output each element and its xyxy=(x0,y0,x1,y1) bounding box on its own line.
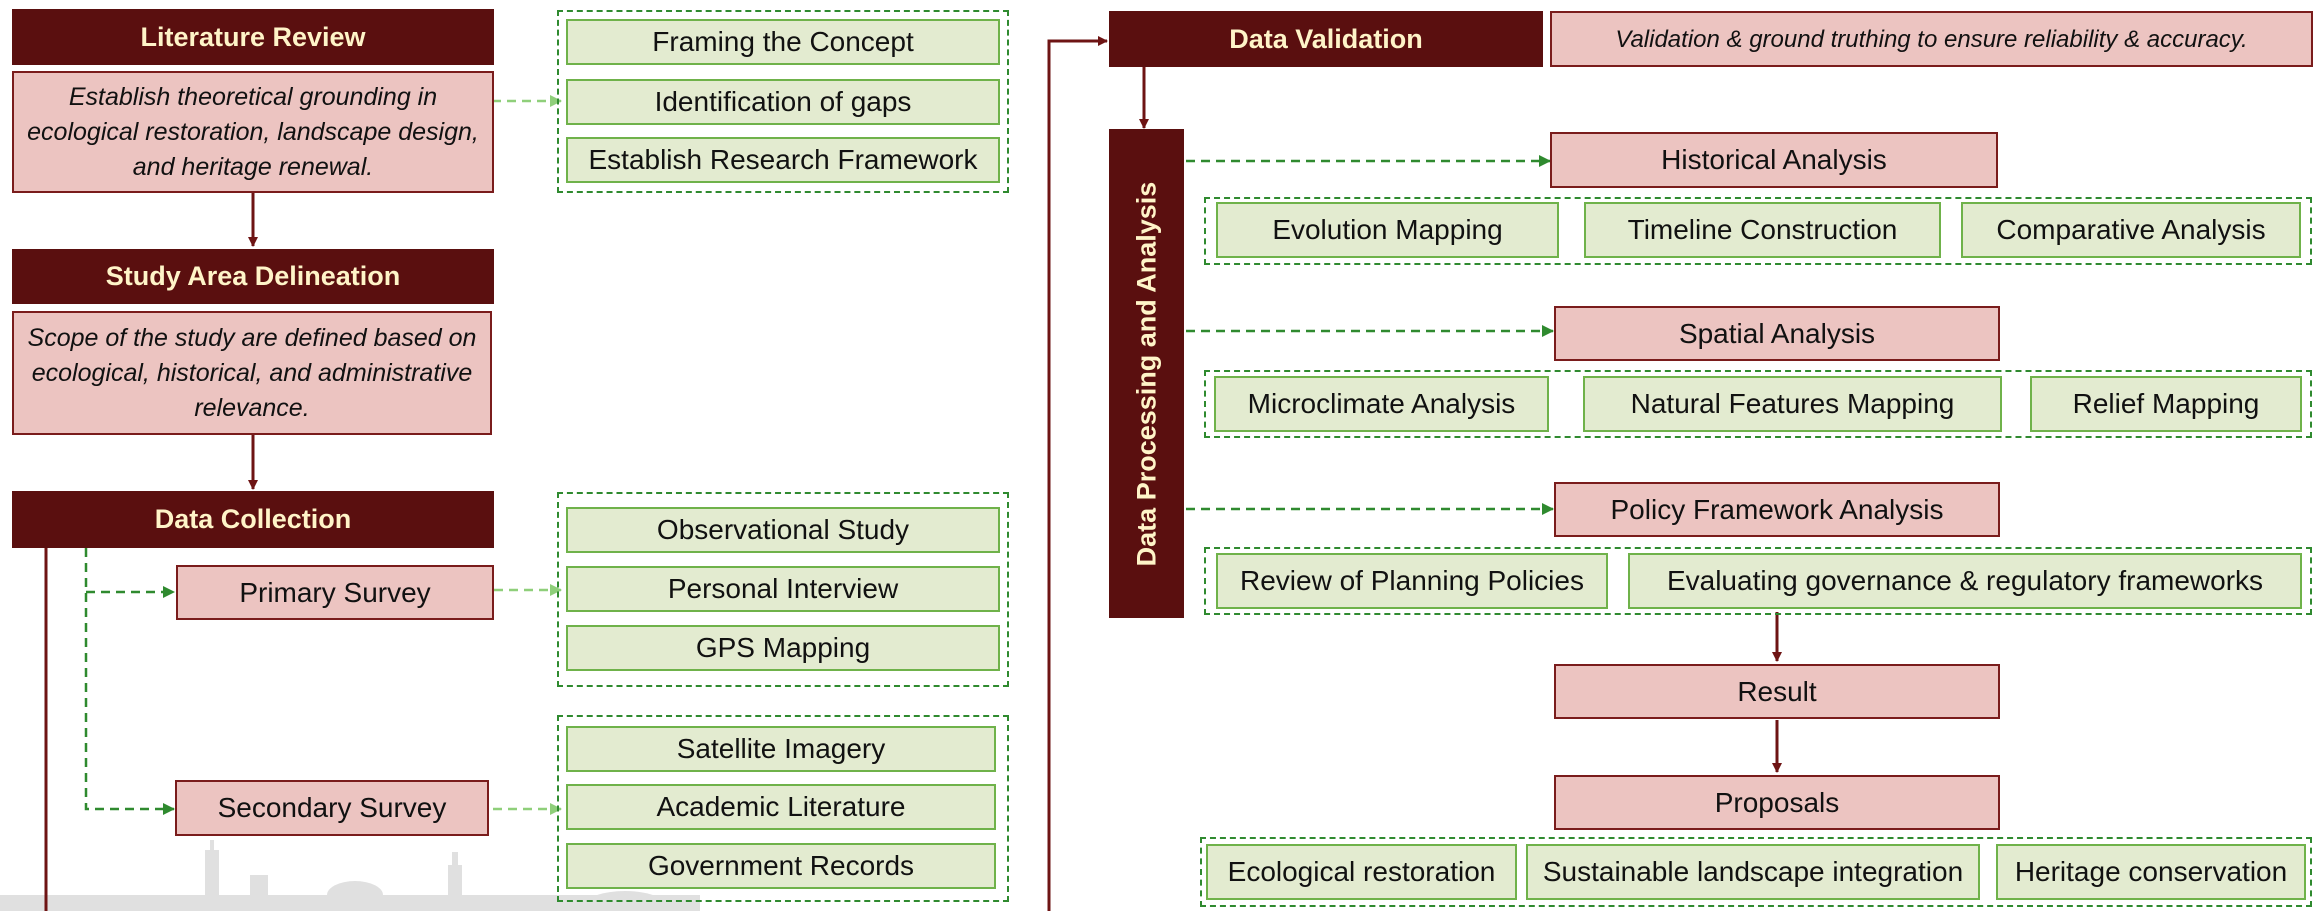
policy-item: Review of Planning Policies xyxy=(1216,553,1608,609)
study-area-description: Scope of the study are defined based on … xyxy=(12,311,492,435)
literature-item: Establish Research Framework xyxy=(566,137,1000,183)
data-processing-title: Data Processing and Analysis xyxy=(1131,181,1161,566)
spatial-analysis-box: Spatial Analysis xyxy=(1554,306,2000,361)
proposal-item: Heritage conservation xyxy=(1996,844,2306,900)
proposals-items-group xyxy=(1200,837,2312,907)
secondary-survey-item: Government Records xyxy=(566,843,996,889)
data-validation-title: Data Validation xyxy=(1229,23,1423,54)
proposal-item: Sustainable landscape integration xyxy=(1526,844,1980,900)
historical-item: Evolution Mapping xyxy=(1216,202,1559,258)
literature-review-title: Literature Review xyxy=(140,21,366,52)
spatial-item: Relief Mapping xyxy=(2030,376,2302,432)
proposals-box: Proposals xyxy=(1554,775,2000,830)
secondary-survey-item: Academic Literature xyxy=(566,784,996,830)
historical-items-group xyxy=(1204,197,2312,265)
policy-items-group xyxy=(1204,547,2312,615)
primary-survey-item: Personal Interview xyxy=(566,566,1000,612)
primary-survey-box: Primary Survey xyxy=(176,565,494,620)
data-collection-header: Data Collection xyxy=(12,491,494,548)
policy-item: Evaluating governance & regulatory frame… xyxy=(1628,553,2302,609)
historical-item: Comparative Analysis xyxy=(1961,202,2301,258)
literature-item: Identification of gaps xyxy=(566,79,1000,125)
policy-framework-box: Policy Framework Analysis xyxy=(1554,482,2000,537)
study-area-header: Study Area Delineation xyxy=(12,249,494,304)
proposal-item: Ecological restoration xyxy=(1206,844,1517,900)
primary-survey-item: GPS Mapping xyxy=(566,625,1000,671)
primary-survey-item: Observational Study xyxy=(566,507,1000,553)
historical-item: Timeline Construction xyxy=(1584,202,1941,258)
literature-review-header: Literature Review xyxy=(12,9,494,65)
primary-survey-items-group xyxy=(557,492,1009,687)
literature-review-description: Establish theoretical grounding in ecolo… xyxy=(12,71,494,193)
spatial-item: Microclimate Analysis xyxy=(1214,376,1549,432)
secondary-survey-box: Secondary Survey xyxy=(175,780,489,836)
historical-analysis-box: Historical Analysis xyxy=(1550,132,1998,188)
data-processing-header: Data Processing and Analysis xyxy=(1109,129,1184,618)
spatial-items-group xyxy=(1204,370,2312,438)
data-collection-title: Data Collection xyxy=(154,504,352,534)
literature-item: Framing the Concept xyxy=(566,19,1000,65)
spatial-item: Natural Features Mapping xyxy=(1583,376,2002,432)
study-area-title: Study Area Delineation xyxy=(105,261,401,291)
data-validation-header: Data Validation xyxy=(1109,11,1543,67)
data-validation-description: Validation & ground truthing to ensure r… xyxy=(1550,11,2313,67)
secondary-survey-item: Satellite Imagery xyxy=(566,726,996,772)
literature-review-items-group xyxy=(557,10,1009,193)
result-box: Result xyxy=(1554,664,2000,719)
secondary-survey-items-group xyxy=(557,715,1009,902)
